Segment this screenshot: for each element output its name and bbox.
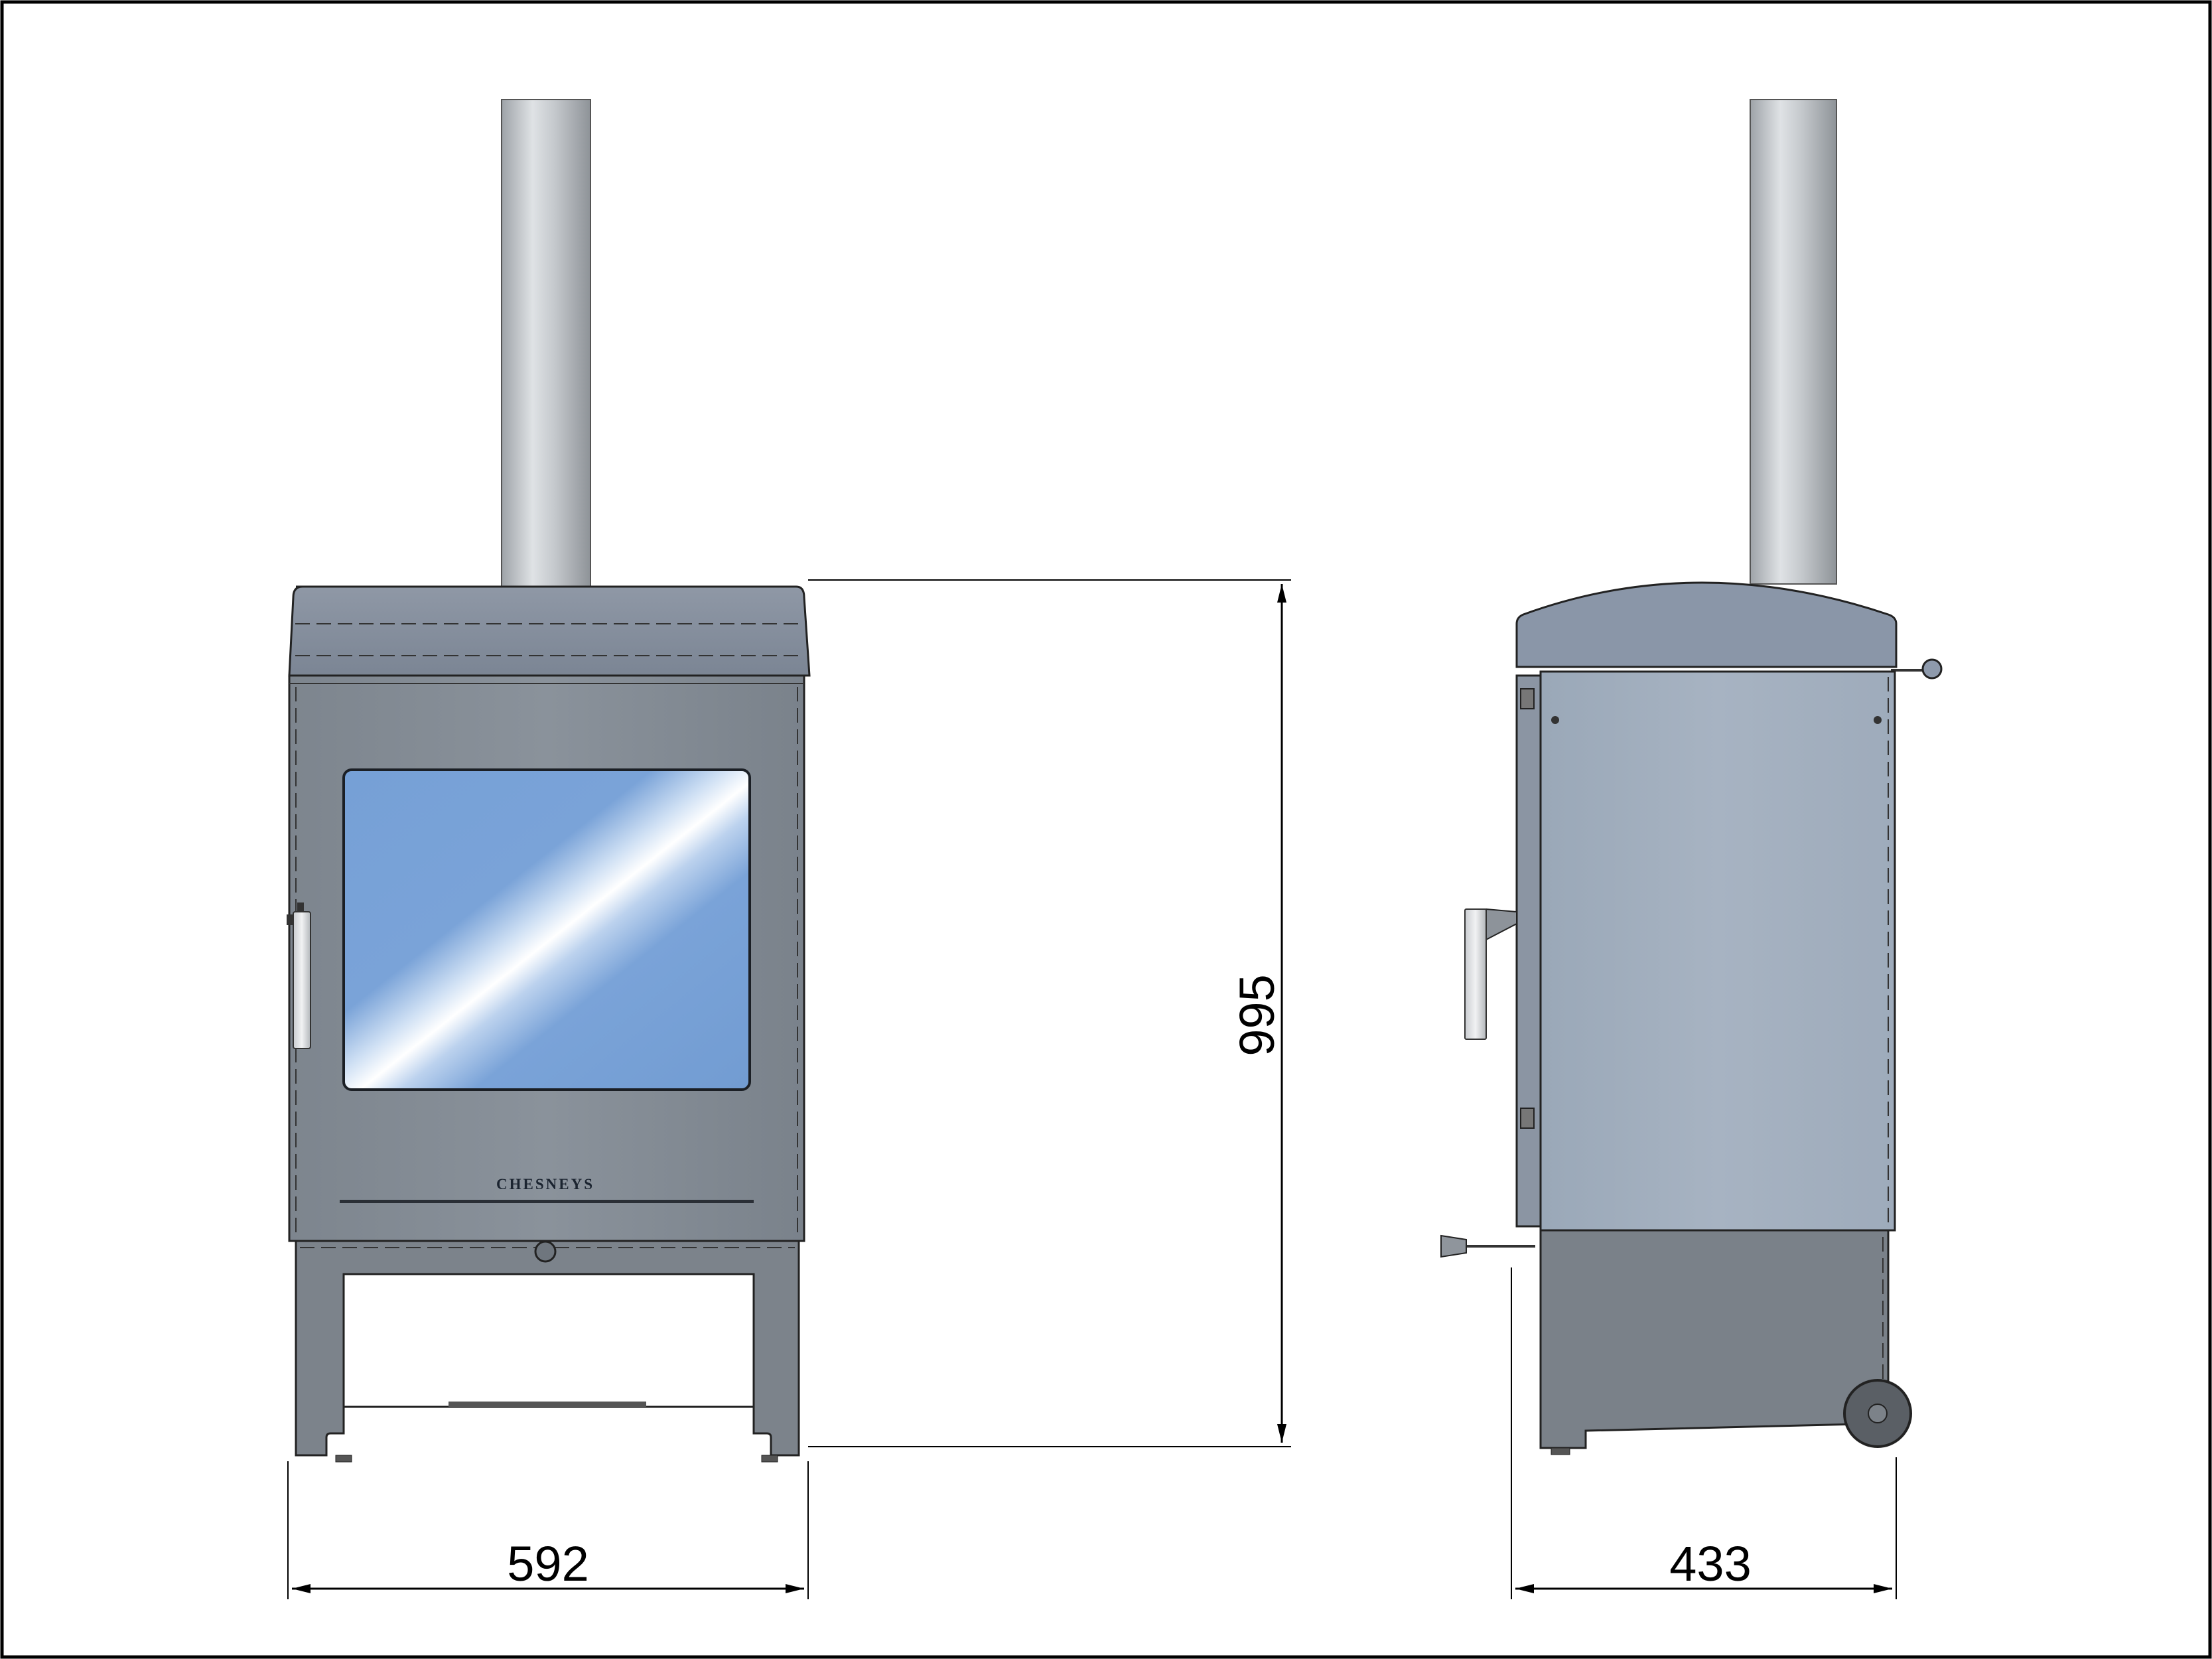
side-panel	[1539, 670, 1896, 1232]
front-view: CHESNEYS	[287, 99, 811, 1463]
front-glass-window	[342, 768, 751, 1091]
front-brand-label: CHESNEYS	[496, 1176, 594, 1192]
side-door-handle	[1464, 908, 1487, 1040]
side-hinge-top	[1520, 688, 1535, 709]
height-dimension-value: 995	[1229, 974, 1284, 1056]
side-view	[1440, 99, 1943, 1455]
side-panel-screw-1	[1551, 716, 1559, 724]
side-foot	[1551, 1447, 1570, 1455]
side-handle-arm	[1486, 908, 1517, 941]
front-door-handle-pivot	[297, 902, 304, 913]
depth-dimension-value: 433	[1669, 1536, 1751, 1591]
side-curved-top	[1515, 581, 1898, 668]
front-stand-opening	[342, 1273, 755, 1408]
front-air-control-knob	[534, 1240, 557, 1263]
side-panel-screw-2	[1874, 716, 1882, 724]
dimension-lines: 995 592 433	[287, 579, 1897, 1599]
side-hinge-bottom	[1520, 1108, 1535, 1129]
side-base	[1539, 1229, 1890, 1449]
front-stand-shelf	[449, 1402, 646, 1407]
front-top-plate	[288, 585, 811, 677]
front-foot-right	[761, 1455, 778, 1463]
front-door-handle	[293, 911, 311, 1049]
side-door-edge	[1515, 674, 1542, 1228]
side-wheel-hub	[1868, 1404, 1888, 1423]
side-flue-pipe	[1750, 99, 1837, 585]
side-air-knob	[1440, 1234, 1467, 1258]
side-damper-knob	[1921, 658, 1943, 680]
width-dimension-value: 592	[507, 1536, 588, 1591]
front-foot-left	[335, 1455, 352, 1463]
front-ash-lip	[340, 1200, 754, 1203]
front-flue-pipe	[501, 99, 591, 588]
